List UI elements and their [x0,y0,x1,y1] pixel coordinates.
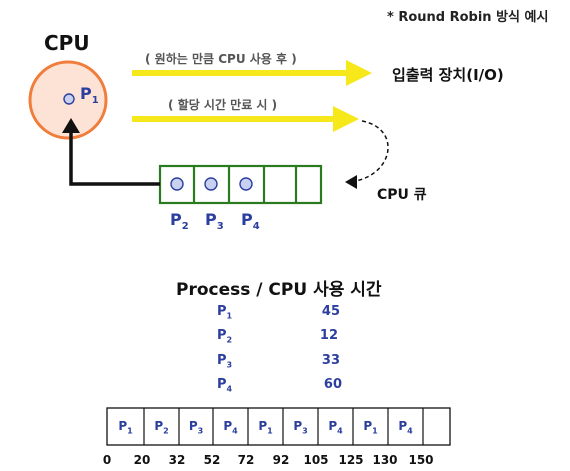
table-process-name: P3 [217,353,233,370]
corner-note: * Round Robin 방식 예시 [387,10,549,25]
gantt-cell: P1 [363,419,378,436]
cpu-title: CPU [44,31,90,55]
table-process-time: 60 [323,377,342,392]
queue-dot-icon [170,177,184,191]
gantt-tick: 0 [102,453,112,467]
gantt-tick: 125 [338,453,364,467]
gantt-cell: P3 [293,419,308,436]
arrow-bottom-label: ( 할당 시간 만료 시 ) [168,98,278,112]
queue-dot-icon [204,177,218,191]
gantt-tick: 150 [408,453,434,467]
dashed-arrow-head [345,175,357,189]
queue-process-label: P4 [241,210,260,233]
dispatch-arrow [62,118,160,186]
gantt-cell: P1 [258,419,273,436]
gantt-tick: 20 [133,453,151,467]
table-title: Process / CPU 사용 시간 [176,280,382,300]
gantt-cell: P4 [398,419,413,436]
gantt-cell: P3 [188,419,204,436]
cpu-queue [158,164,323,205]
io-device-label: 입출력 장치(I/O) [392,66,504,84]
gantt-tick: 105 [303,453,329,467]
gantt-tick: 32 [168,453,186,467]
gantt-tick: 92 [272,453,290,467]
arrow-top [132,60,372,86]
gantt-chart [106,407,451,446]
arrow-top-label: ( 원하는 만큼 CPU 사용 후 ) [145,52,297,66]
gantt-cell: P2 [154,419,169,436]
running-process-label: P1 [80,84,99,107]
queue-dot-icon [239,177,253,191]
queue-process-label: P3 [205,210,224,233]
table-process-time: 45 [321,304,340,319]
dashed-return-arrow [355,120,389,182]
gantt-tick: 52 [203,453,221,467]
arrow-bottom [132,106,359,132]
cpu-queue-label: CPU 큐 [377,187,427,203]
table-process-name: P1 [217,304,233,321]
table-process-time: 33 [321,353,340,368]
gantt-tick: 130 [372,453,398,467]
table-process-name: P4 [217,377,233,394]
gantt-tick: 72 [237,453,255,467]
gantt-cell: P1 [118,419,133,436]
queue-process-label: P2 [170,210,189,233]
gantt-cell: P4 [328,419,343,436]
table-process-name: P2 [217,328,233,345]
process-dot-icon [63,93,75,105]
table-process-time: 12 [319,328,338,343]
gantt-cell: P4 [223,419,238,436]
